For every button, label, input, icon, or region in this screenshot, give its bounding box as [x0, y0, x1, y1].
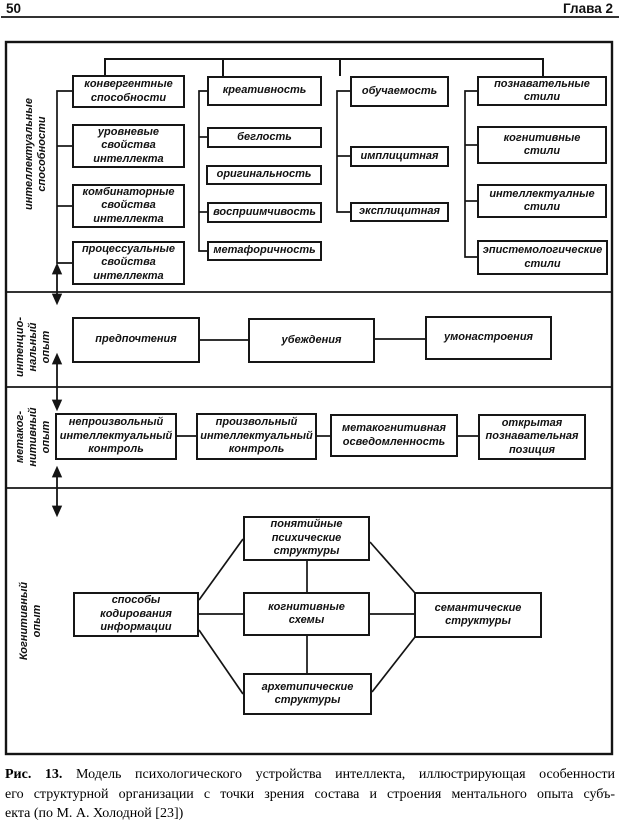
arrow-down-icon	[51, 293, 63, 306]
box-open-cognitive-position: открытая познавательная позиция	[478, 414, 586, 460]
page-header: 50 Глава 2	[6, 1, 613, 16]
figure-caption: Рис. 13. Модель психологического устройс…	[5, 765, 615, 824]
box-semantic-structures: семантические структуры	[414, 592, 542, 638]
box-voluntary-control: произвольный интеллектуальный контроль	[196, 413, 317, 460]
box-fluency: беглость	[207, 127, 322, 148]
box-combinatorial-properties: комбинаторные свойства интеллекта	[72, 184, 185, 228]
box-implicit: имплицитная	[350, 146, 449, 167]
box-conceptual-structures: понятийные психические структуры	[243, 516, 370, 561]
box-encoding-methods: способы кодирования информации	[73, 592, 199, 637]
box-epistemological-styles: эпистемологические стили	[477, 240, 608, 275]
section-label-intentional-experience: интенцио- нальный опыт	[13, 317, 52, 377]
section-label-metacognitive-experience: метаког- нитивный опыт	[13, 407, 52, 467]
box-metaphoricity: метафоричность	[207, 241, 322, 261]
figure-caption-line3: екта (по М. А. Холодной [23])	[5, 806, 184, 821]
box-cognitive-styles-group: познавательные стили	[477, 76, 607, 106]
box-involuntary-control: непроизвольный интеллектуальный контроль	[55, 413, 177, 460]
figure-caption-line2: его структурной организации с точки зрен…	[5, 786, 615, 802]
box-procedural-properties: процессуальные свойства интеллекта	[72, 241, 185, 285]
box-cognitive-schemas: когнитивные схемы	[243, 592, 370, 636]
box-cognitive-styles: когнитивные стили	[477, 126, 607, 164]
box-preferences: предпочтения	[72, 317, 200, 363]
section-label-cognitive-experience: Когнитивный опыт	[18, 581, 43, 661]
figure-caption-line1: Рис. 13. Модель психологического устройс…	[5, 765, 615, 785]
arrow-up-icon	[51, 262, 63, 275]
box-level-properties: уровневые свойства интеллекта	[72, 124, 185, 168]
box-creativity: креативность	[207, 76, 322, 106]
box-learnability: обучаемость	[350, 76, 449, 107]
box-convergent-abilities: конвергентные способности	[72, 75, 185, 108]
box-archetypal-structures: архетипические структуры	[243, 673, 372, 715]
box-mindsets: умонастроения	[425, 316, 552, 360]
bidirectional-arrows	[51, 262, 63, 518]
box-beliefs: убеждения	[248, 318, 375, 363]
chapter-title: Глава 2	[563, 1, 613, 16]
box-explicit: эксплицитная	[350, 202, 449, 222]
box-originality: оригинальность	[206, 165, 322, 185]
figure-caption-line1-text: Модель психологического устройства интел…	[76, 767, 615, 782]
box-receptivity: восприимчивость	[207, 202, 322, 223]
figure-caption-label: Рис. 13.	[5, 767, 63, 782]
arrow-down-icon	[51, 505, 63, 518]
section-label-intellectual-abilities: интеллектуальные способности	[23, 98, 48, 210]
box-metacognitive-awareness: метакогнитивная осведомленность	[330, 414, 458, 457]
box-intellectual-styles: интеллектуалные стили	[477, 184, 607, 218]
page-number: 50	[6, 1, 22, 16]
